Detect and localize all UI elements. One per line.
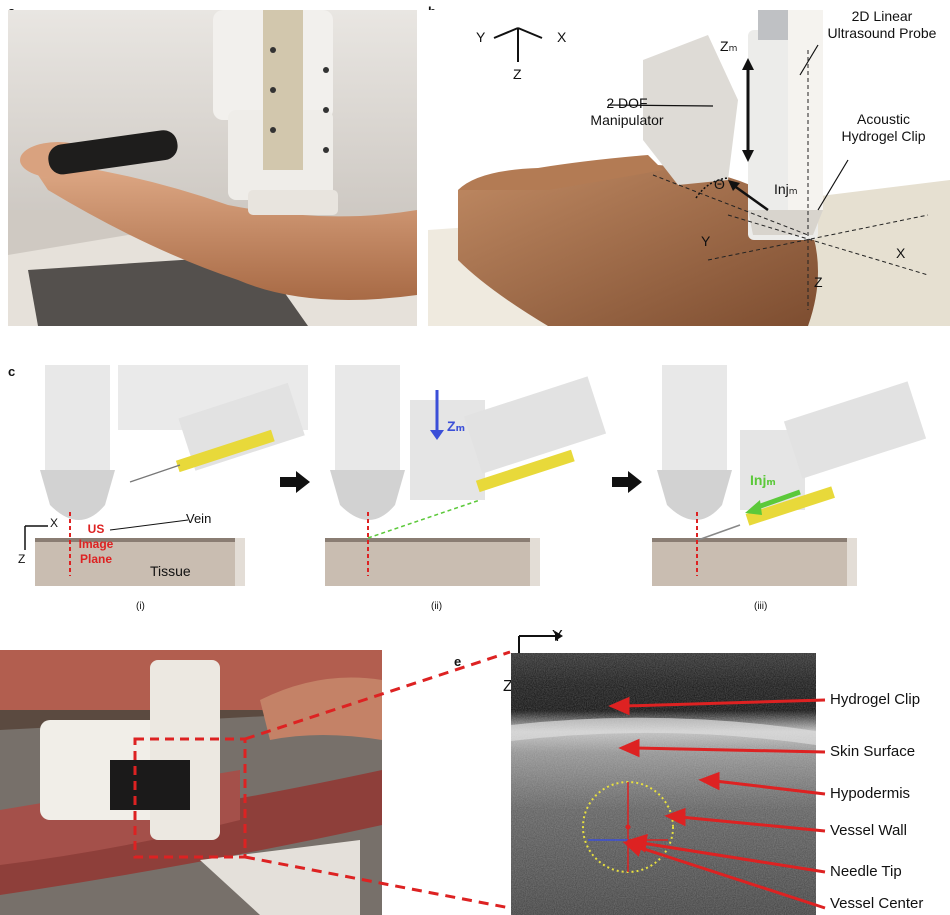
panel-b-axis-y: Y bbox=[476, 29, 486, 45]
panel-c-axis-z: Z bbox=[18, 552, 26, 566]
panel-c-diagram bbox=[24, 365, 927, 586]
panel-b-annotations bbox=[493, 27, 929, 310]
us-label-vessel-wall: Vessel Wall bbox=[830, 822, 907, 839]
step-ii-schematic bbox=[325, 365, 607, 586]
step-i-schematic bbox=[24, 365, 308, 586]
panel-b-probe-label: 2D Linear Ultrasound Probe bbox=[827, 8, 937, 41]
ultrasound-image bbox=[511, 653, 816, 915]
panel-c-step-ii: (ii) bbox=[431, 601, 443, 612]
arrow-step-ii-to-iii bbox=[612, 471, 642, 493]
panel-a-photo bbox=[8, 10, 417, 326]
panel-c-step-iii: (iii) bbox=[754, 601, 768, 612]
us-label-vessel-center: Vessel Center bbox=[830, 895, 924, 912]
panel-b-arm-x: X bbox=[896, 245, 906, 261]
panel-c-zm-text: Z bbox=[447, 418, 456, 434]
panel-c-inj-text: Inj bbox=[750, 472, 767, 488]
panel-c-zm-label: Zm bbox=[447, 418, 465, 438]
panel-b-inj-sub: m bbox=[788, 187, 798, 197]
panel-d-photo bbox=[0, 650, 382, 915]
panel-b-zm-sub: m bbox=[728, 44, 738, 54]
us-label-skin-surface: Skin Surface bbox=[830, 743, 916, 760]
panel-b-inj-text: Inj bbox=[774, 181, 789, 197]
panel-c-tissue-label: Tissue bbox=[150, 563, 191, 579]
panel-b-zm-label: Zm bbox=[720, 38, 737, 58]
panel-c-step-i: (i) bbox=[136, 601, 145, 612]
step-iii-schematic bbox=[652, 365, 927, 586]
panel-b-render bbox=[428, 10, 950, 326]
panel-b-inj-label: Injm bbox=[774, 181, 798, 201]
panel-label-c: c bbox=[8, 364, 16, 379]
panel-b-zm-text: Z bbox=[720, 38, 729, 54]
arrow-step-i-to-ii bbox=[280, 471, 310, 493]
panel-b-manipulator-label: 2 DOF Manipulator bbox=[590, 95, 664, 128]
panel-b-hydrogel-label: Acoustic Hydrogel Clip bbox=[841, 111, 926, 144]
panel-b-theta-label: Θ bbox=[714, 176, 725, 192]
us-label-needle-tip: Needle Tip bbox=[830, 863, 902, 880]
panel-label-e: e bbox=[454, 654, 462, 669]
panel-c-axis-x: X bbox=[50, 516, 59, 530]
panel-b-arm-y: Y bbox=[701, 233, 711, 249]
us-label-hypodermis: Hypodermis bbox=[830, 785, 911, 802]
panel-c-vein-label: Vein bbox=[186, 511, 212, 526]
panel-b-axis-z: Z bbox=[513, 66, 522, 82]
panel-b-arm-z: Z bbox=[814, 274, 823, 290]
panel-c-inj-sub: m bbox=[766, 478, 776, 488]
panel-b-axis-x: X bbox=[557, 29, 567, 45]
panel-e-axis-z: Z bbox=[503, 678, 513, 695]
panel-c-us-image-plane: US Image Plane bbox=[78, 522, 114, 566]
panel-e-axis-y: Y bbox=[552, 628, 563, 645]
zoom-indicator bbox=[133, 650, 511, 910]
panel-c-inj-label: Injm bbox=[750, 472, 776, 492]
panel-e-leaders bbox=[608, 696, 826, 910]
us-label-hydrogel-clip: Hydrogel Clip bbox=[830, 691, 921, 708]
panel-c-zm-sub: m bbox=[455, 424, 465, 434]
